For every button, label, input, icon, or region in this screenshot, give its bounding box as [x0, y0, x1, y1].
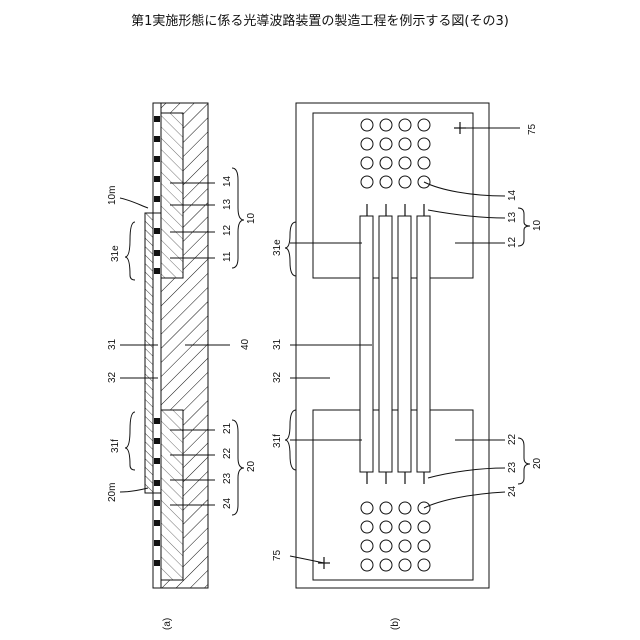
- caption-b: (b): [390, 618, 401, 630]
- label-13-a: 13: [222, 198, 233, 210]
- chip-10-plan: [313, 113, 473, 278]
- label-31-a: 31: [107, 338, 118, 350]
- label-24-b: 24: [507, 485, 518, 497]
- label-31f-a: 31f: [110, 439, 121, 453]
- chip-20-fill: [161, 410, 183, 580]
- label-31e-a: 31e: [110, 245, 121, 262]
- figure-b-plan-view: 75 14 13 10 12 31e 31 32 31f 22 23 20 24…: [272, 103, 543, 630]
- label-20-a: 20: [246, 460, 257, 472]
- label-31-b: 31: [272, 338, 283, 350]
- label-14-b: 14: [507, 189, 518, 201]
- label-23-a: 23: [222, 472, 233, 484]
- label-24-a: 24: [222, 497, 233, 509]
- label-10-a: 10: [246, 212, 257, 224]
- label-22-a: 22: [222, 447, 233, 459]
- label-22-b: 22: [507, 433, 518, 445]
- chip-20-plan: [313, 410, 473, 580]
- label-20m: 20m: [107, 483, 118, 502]
- figure-a-cross-section: 14 13 12 11 10 10m 31e 31 32 40 31f 21 2…: [107, 103, 257, 630]
- label-12-a: 12: [222, 224, 233, 236]
- label-23-b: 23: [507, 461, 518, 473]
- label-14-a: 14: [222, 175, 233, 187]
- label-20-b: 20: [532, 457, 543, 469]
- label-40: 40: [240, 338, 251, 350]
- label-31e-b: 31e: [272, 239, 283, 256]
- label-32-a: 32: [107, 371, 118, 383]
- label-32-b: 32: [272, 371, 283, 383]
- caption-a: (a): [162, 618, 173, 630]
- label-75-upper: 75: [527, 123, 538, 135]
- chip-10-fill: [161, 113, 183, 278]
- label-31f-b: 31f: [272, 434, 283, 448]
- label-75-lower: 75: [272, 549, 283, 561]
- label-13-b: 13: [507, 211, 518, 223]
- label-11-a: 11: [222, 251, 233, 262]
- label-10-b: 10: [532, 219, 543, 231]
- label-12-b: 12: [507, 236, 518, 248]
- label-21: 21: [222, 422, 233, 434]
- label-10m: 10m: [107, 186, 118, 205]
